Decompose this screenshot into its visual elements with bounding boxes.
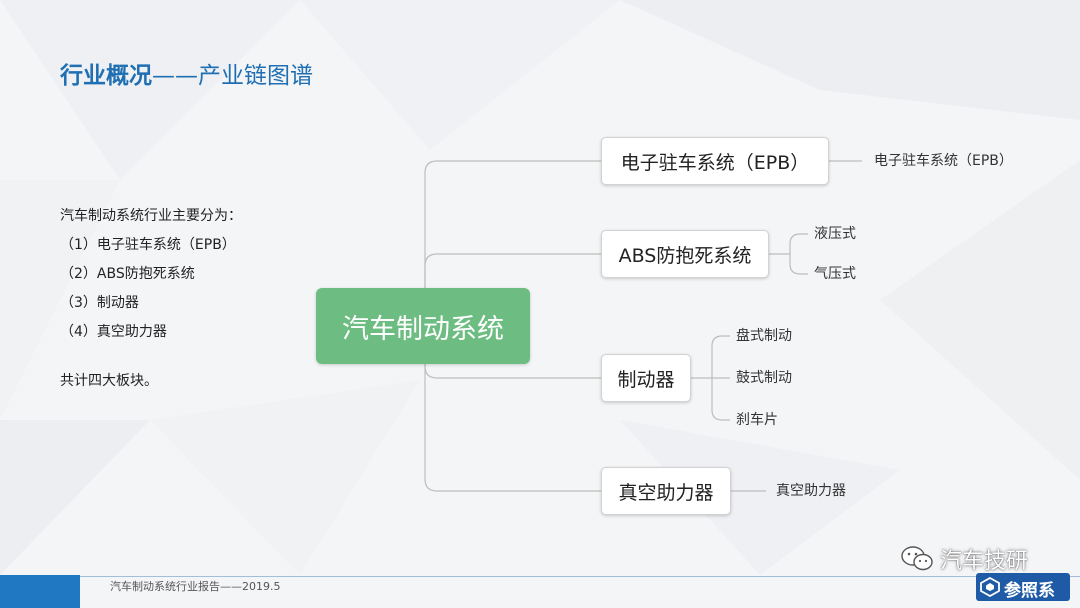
connector-branch: [424, 364, 601, 379]
mindmap-root-node: 汽车制动系统: [316, 288, 530, 364]
page-title: 行业概况——产业链图谱: [60, 60, 313, 92]
branch-node-brake: 制动器: [601, 354, 691, 402]
brand-name: 汽车技研: [940, 549, 1029, 574]
leaf-drum-brake: 鼓式制动: [736, 370, 792, 386]
description-item: （2）ABS防抱死系统: [60, 266, 195, 282]
description-intro: 汽车制动系统行业主要分为：: [60, 208, 242, 224]
description-block: 汽车制动系统行业主要分为： （1）电子驻车系统（EPB） （2）ABS防抱死系统…: [60, 202, 242, 396]
brand-logo-text: 参照系: [1004, 581, 1055, 601]
footer-text: 汽车制动系统行业报告——2019.5: [110, 580, 281, 593]
connector-trunk: [424, 364, 601, 492]
connector-leaf: [789, 254, 808, 275]
branch-node-abs: ABS防抱死系统: [601, 230, 769, 278]
connector-branch: [424, 253, 601, 288]
brand-logo: 参照系: [976, 573, 1070, 601]
brand-watermark: 汽车技研 参照系: [900, 543, 1070, 603]
branch-node-vacuum-booster: 真空助力器: [601, 467, 731, 515]
title-main: 行业概况: [60, 63, 152, 89]
description-item: （3）制动器: [60, 295, 139, 311]
title-sub: 产业链图谱: [198, 63, 313, 89]
wechat-icon: [901, 546, 933, 571]
branch-node-epb: 电子驻车系统（EPB）: [601, 137, 829, 185]
connector-leaf: [691, 335, 730, 379]
connector-leaf: [769, 233, 808, 255]
leaf-vacuum-booster: 真空助力器: [776, 483, 846, 499]
connector-trunk: [424, 160, 601, 288]
connector-leaf: [711, 378, 730, 421]
leaf-brake-pad: 刹车片: [736, 412, 778, 428]
leaf-pneumatic: 气压式: [814, 266, 856, 282]
footer-divider: [80, 576, 1080, 577]
description-item: （1）电子驻车系统（EPB）: [60, 237, 236, 253]
leaf-disc-brake: 盘式制动: [736, 328, 792, 344]
leaf-epb: 电子驻车系统（EPB）: [874, 153, 1013, 169]
description-summary: 共计四大板块。: [60, 373, 158, 389]
logo-mark-icon: [980, 577, 1000, 597]
leaf-hydraulic: 液压式: [814, 226, 856, 242]
title-dash: ——: [152, 63, 198, 89]
footer-accent-bar: [0, 575, 80, 608]
description-item: （4）真空助力器: [60, 324, 167, 340]
